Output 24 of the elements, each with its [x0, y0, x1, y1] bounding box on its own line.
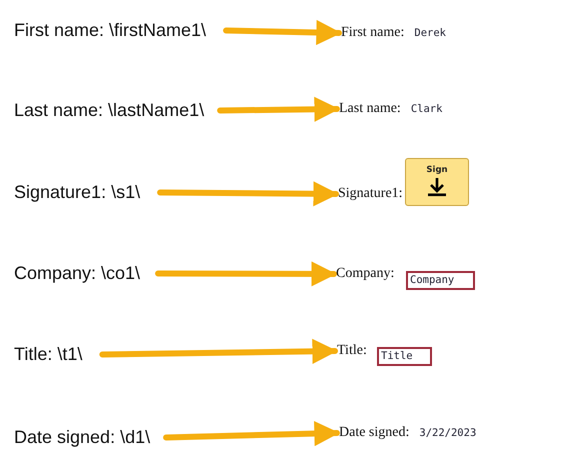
template-tag-text: Last name: \lastName1\	[14, 100, 204, 121]
field-label: Signature1:	[338, 186, 403, 202]
arrow	[157, 181, 339, 206]
field-label: First name:	[341, 25, 404, 41]
field-value: Clark	[410, 103, 442, 115]
template-tag-text: Company: \co1\	[14, 263, 140, 284]
field-value: Derek	[414, 27, 446, 39]
template-tag-text: Date signed: \d1\	[14, 427, 150, 448]
field-label: Company:	[336, 266, 394, 282]
arrow	[223, 20, 342, 46]
field-value: 3/22/2023	[419, 427, 476, 439]
arrow	[99, 338, 338, 364]
input-field: Company	[406, 271, 475, 290]
sign-button: Sign	[405, 158, 469, 206]
field-label: Last name:	[339, 101, 401, 117]
template-tag-text: Signature1: \s1\	[14, 182, 140, 203]
arrow	[163, 421, 340, 446]
field-label: Title:	[337, 343, 367, 359]
input-field: Title	[377, 347, 432, 366]
template-tag-text: First name: \firstName1\	[14, 20, 206, 41]
template-tag-text: Title: \t1\	[14, 344, 82, 365]
field-label: Date signed:	[339, 425, 410, 441]
arrow	[217, 96, 340, 122]
arrow	[155, 261, 337, 287]
